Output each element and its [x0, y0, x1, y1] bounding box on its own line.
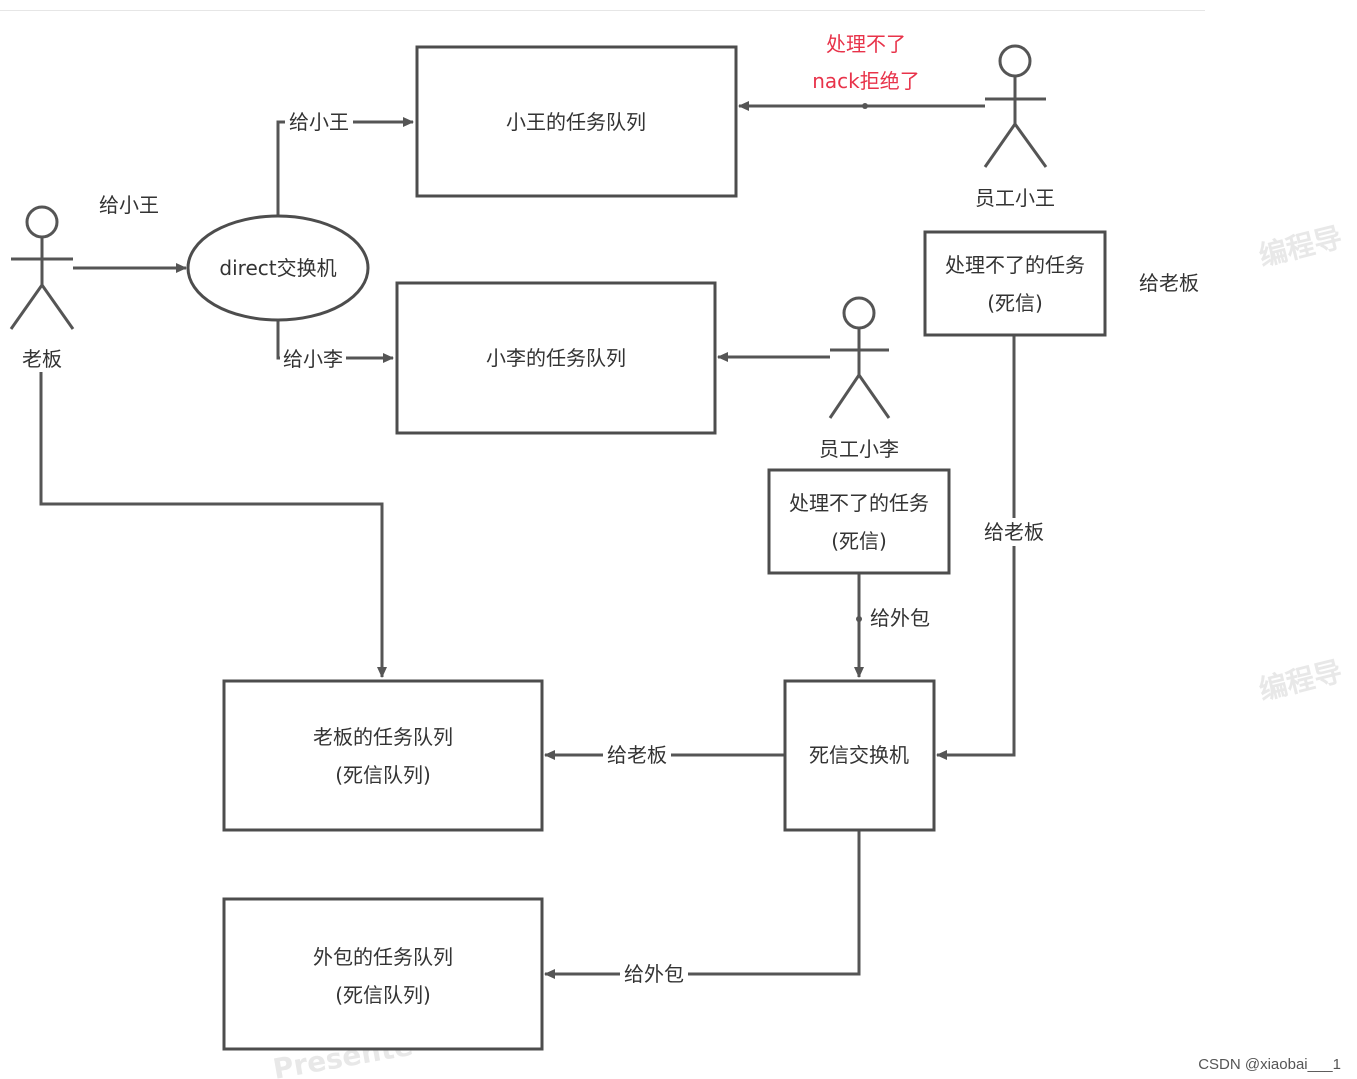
direct-exchange: [186, 214, 370, 322]
li-deadletter-line2: (死信): [831, 529, 887, 553]
outsource-queue-line1: 外包的任务队列: [313, 945, 453, 969]
label-to-boss-vertical: 给老板: [984, 520, 1044, 544]
deadletter-exchange: [783, 679, 936, 832]
boss-queue-line1: 老板的任务队列: [313, 725, 453, 749]
li-label: 员工小李: [819, 437, 899, 461]
watermark-1: 编程导: [1256, 220, 1346, 272]
label-to-wang-top: 给小王: [99, 193, 159, 217]
edge-wang-deadletter-to-exchange: [936, 336, 1016, 760]
edge-boss-to-boss-queue: [39, 372, 387, 678]
edge-midpoint-dot: [862, 103, 868, 109]
li-queue: [395, 281, 717, 435]
label-to-outsource-queue: 给外包: [624, 962, 684, 986]
li-deadletter-box: [767, 468, 951, 575]
boss-queue-line2: (死信队列): [335, 763, 431, 787]
boss-label: 老板: [22, 347, 62, 371]
wang-deadletter-box: [923, 230, 1107, 337]
edge-direct-to-li-queue: [276, 320, 394, 363]
csdn-credit: CSDN @xiaobai___1: [1198, 1056, 1341, 1073]
label-to-outsource-vertical: 给外包: [870, 606, 930, 630]
edge-direct-to-wang-queue: [276, 117, 414, 216]
top-divider: [0, 10, 1205, 11]
outsource-queue: [222, 897, 544, 1051]
label-to-li-edge: 给小李: [283, 347, 343, 371]
edge-midpoint-dot: [856, 616, 862, 622]
deadletter-exchange-label: 死信交换机: [809, 743, 909, 767]
label-to-boss-queue: 给老板: [607, 743, 667, 767]
nack-label-line2: nack拒绝了: [812, 69, 920, 93]
edge-deadexchange-to-outsource-queue: [544, 830, 861, 979]
wang-queue-label: 小王的任务队列: [506, 110, 646, 134]
nack-label-line1: 处理不了: [826, 32, 906, 56]
li-actor: [828, 296, 891, 419]
label-to-wang-edge: 给小王: [289, 110, 349, 134]
outsource-queue-line2: (死信队列): [335, 983, 431, 1007]
boss-queue: [222, 679, 544, 832]
wang-label: 员工小王: [975, 186, 1055, 210]
wang-deadletter-line1: 处理不了的任务: [945, 253, 1085, 277]
label-to-boss-side: 给老板: [1139, 271, 1199, 295]
li-queue-label: 小李的任务队列: [486, 346, 626, 370]
li-deadletter-line1: 处理不了的任务: [789, 491, 929, 515]
wang-actor: [983, 44, 1048, 168]
watermark-2: 编程导: [1256, 654, 1346, 706]
wang-queue: [415, 45, 738, 198]
wang-deadletter-line2: (死信): [987, 291, 1043, 315]
boss-actor: [9, 205, 75, 330]
direct-exchange-label: direct交换机: [219, 256, 336, 280]
